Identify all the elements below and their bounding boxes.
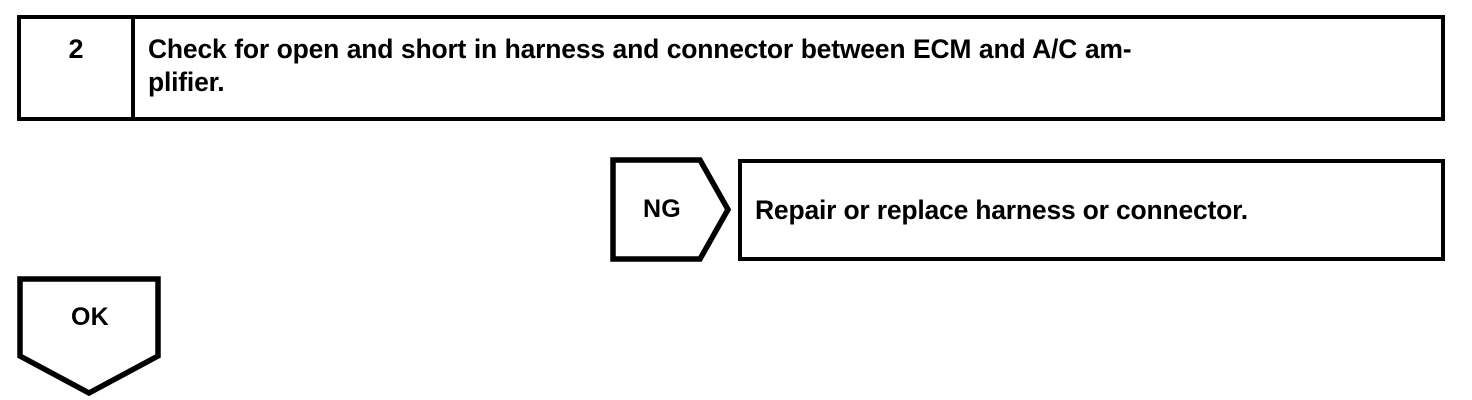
step-number: 2 — [68, 34, 84, 64]
step-instruction-cell: Check for open and short in harness and … — [135, 19, 1441, 117]
ng-arrow-icon — [610, 157, 731, 262]
ok-arrow-icon — [17, 276, 161, 396]
repair-result-text: Repair or replace harness or connector. — [755, 194, 1248, 225]
step-number-cell: 2 — [21, 19, 135, 117]
step-instruction-text: Check for open and short in harness and … — [148, 34, 1132, 97]
step-row: 2 Check for open and short in harness an… — [17, 15, 1445, 121]
repair-result-box: Repair or replace harness or connector. — [738, 159, 1445, 261]
